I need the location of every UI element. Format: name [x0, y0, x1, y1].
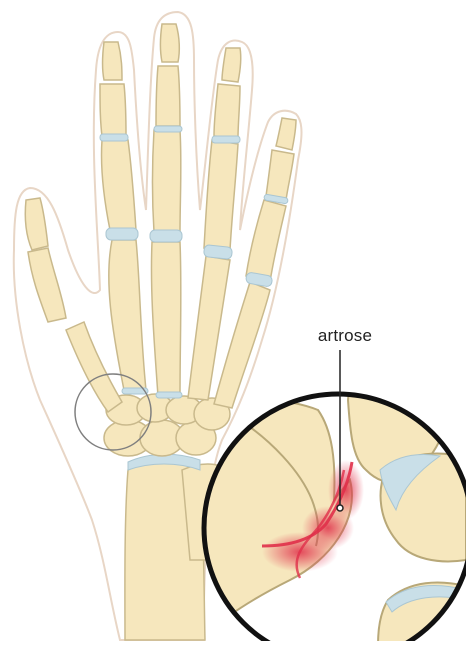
- thumb-bones: [25, 198, 66, 322]
- carpal-bones: [104, 394, 230, 456]
- zoom-inset: [200, 380, 466, 641]
- metacarpal-bones: [66, 240, 270, 412]
- callout-dot: [337, 505, 343, 511]
- ring-finger-bones: [204, 48, 241, 250]
- callout-label-artrose: artrose: [300, 326, 390, 346]
